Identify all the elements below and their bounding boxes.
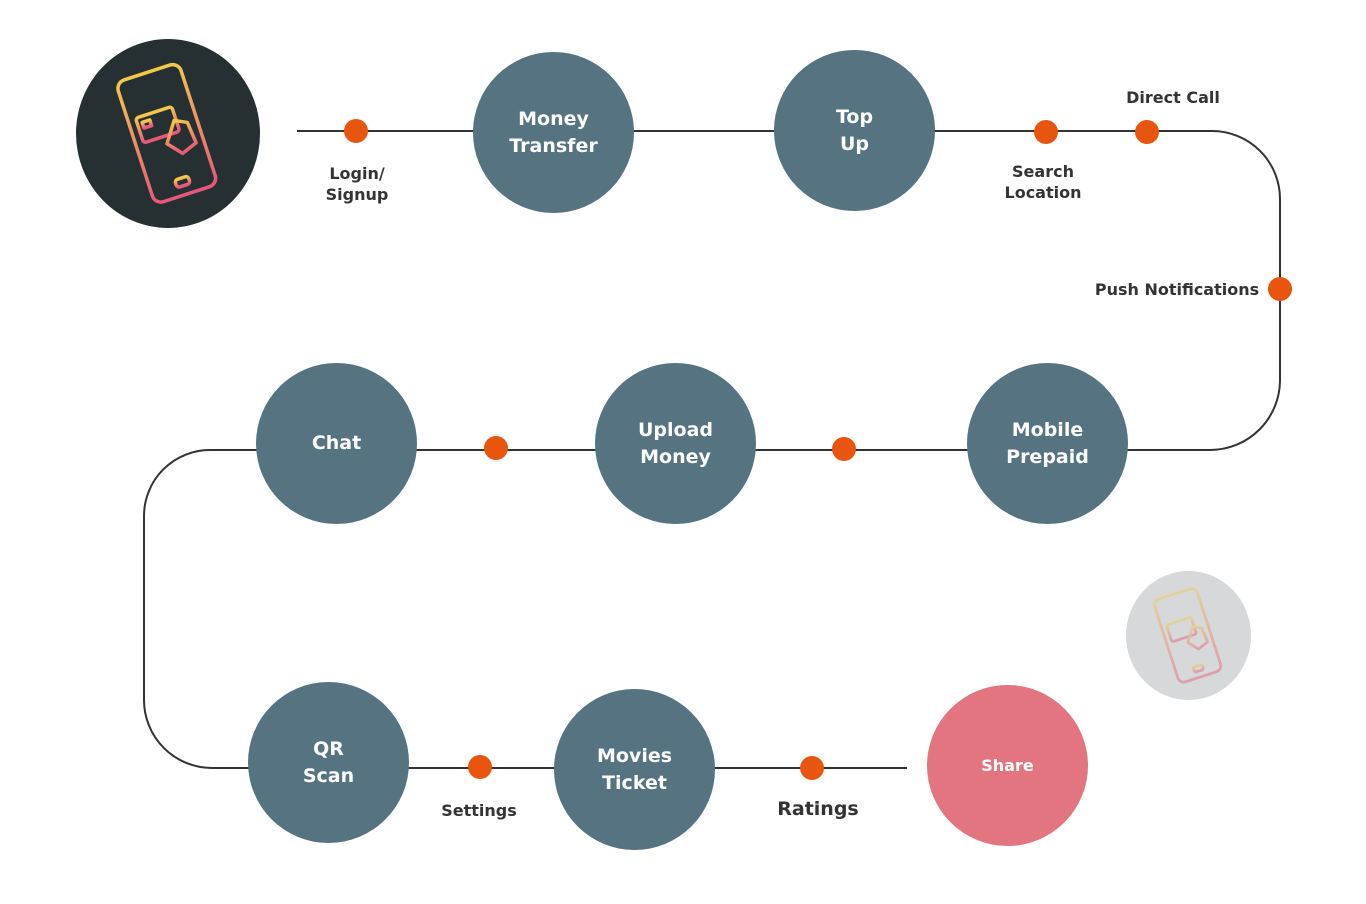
- label-search-location: Search Location: [988, 161, 1098, 203]
- label-line: Signup: [325, 185, 389, 204]
- node-label: Mobile: [1011, 418, 1084, 441]
- label-direct-call: Direct Call: [1126, 88, 1220, 107]
- label-push-notifications: Push Notifications: [1094, 280, 1260, 299]
- milestone-dot: [468, 755, 492, 779]
- logo-badge: [76, 39, 260, 228]
- mobile-payment-icon: [1153, 587, 1223, 684]
- label-login-signup: Login/ Signup: [307, 163, 407, 205]
- label-line: Location: [1004, 183, 1082, 202]
- node-label: Money: [518, 107, 589, 130]
- mobile-payment-icon: [116, 62, 218, 204]
- label-settings: Settings: [441, 801, 517, 820]
- node-share[interactable]: Share: [927, 685, 1088, 846]
- label-ratings: Ratings: [777, 798, 859, 820]
- node-label: Movies: [596, 744, 673, 767]
- node-label: Ticket: [602, 771, 667, 794]
- node-qr-scan[interactable]: QR Scan: [248, 682, 409, 843]
- milestone-dot: [344, 119, 368, 143]
- faded-logo-badge: [1126, 571, 1251, 700]
- node-label: Top: [835, 105, 874, 128]
- milestone-dot: [800, 756, 824, 780]
- node-label: Scan: [302, 764, 355, 787]
- label-line: Search: [1012, 162, 1074, 181]
- node-label: Upload: [637, 418, 714, 441]
- node-label: Transfer: [509, 134, 598, 157]
- milestone-dot: [1034, 120, 1058, 144]
- node-label: Chat: [311, 432, 362, 454]
- node-label: Prepaid: [1006, 445, 1089, 468]
- node-label: Up: [839, 132, 870, 155]
- milestone-dot: [484, 436, 508, 460]
- label-line: Login/: [329, 164, 385, 183]
- milestone-dot: [1135, 120, 1159, 144]
- node-label: Money: [640, 445, 711, 468]
- milestone-dot: [1268, 277, 1292, 301]
- node-chat[interactable]: Chat: [256, 363, 417, 524]
- node-label: QR: [313, 737, 344, 760]
- node-label: Share: [981, 756, 1034, 775]
- milestone-dot: [832, 437, 856, 461]
